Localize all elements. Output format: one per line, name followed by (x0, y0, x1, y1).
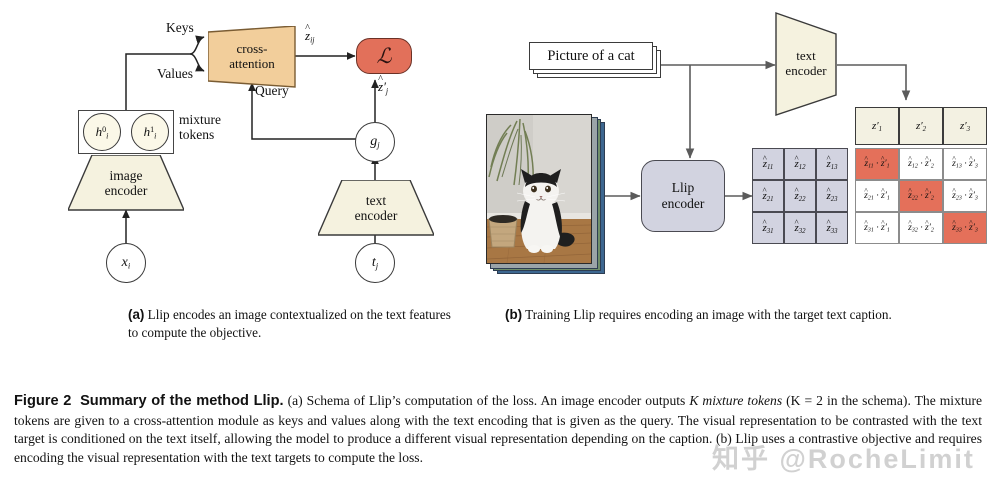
text-encoder-a: text encoder (318, 180, 434, 236)
input-node-xi-label: xi (121, 255, 131, 271)
mixture-tokens-label-line2: tokens (179, 127, 215, 143)
image-encoder: image encoder (68, 155, 184, 211)
mixture-token-h1-label: h1i (143, 123, 157, 141)
z-hat-ij-label: z^ij (305, 22, 315, 45)
subcaption-a-text: Llip encodes an image contextualized on … (128, 307, 451, 341)
z-matrix-cell: z^12 (784, 148, 816, 180)
z-matrix-cell: z^22 (784, 180, 816, 212)
cross-attention-block: cross- attention (208, 26, 296, 88)
similarity-cell: z^32 · z^′2 (899, 212, 943, 244)
figure-caption-body-1: (a) Schema of Llip’s computation of the … (287, 393, 690, 408)
similarity-cell: z^22 · z^′2 (899, 180, 943, 212)
similarity-cell: z^13 · z^′3 (943, 148, 987, 180)
similarity-matrix: z^11 · z^′1 z^12 · z^′2 z^13 · z^′3 z^21… (855, 148, 987, 244)
figure-caption: Figure 2 Summary of the method Llip. (a)… (14, 392, 982, 468)
figure-caption-emphasis: K mixture tokens (689, 393, 783, 408)
loss-node: ℒ (356, 38, 412, 74)
text-embedding-node-gj-label: gj (370, 134, 380, 150)
image-encoder-label-line2: encoder (104, 183, 148, 198)
mixture-tokens-label: mixture tokens (179, 112, 221, 142)
z-matrix-cell: z^13 (816, 148, 848, 180)
llip-encoder-label-line2: encoder (661, 196, 705, 211)
similarity-cell: z^11 · z^′1 (855, 148, 899, 180)
subcaption-a-label: (a) (128, 307, 145, 322)
z-matrix-cell: z^32 (784, 212, 816, 244)
text-target-cell: z'_3z′3 (943, 107, 987, 145)
similarity-cell: z^12 · z^′2 (899, 148, 943, 180)
subcaption-a: (a) Llip encodes an image contextualized… (128, 306, 458, 342)
text-encoder-a-label-line1: text (365, 192, 387, 208)
text-encoder-a-label-line2: encoder (354, 208, 398, 223)
cat-photo (486, 114, 592, 264)
visual-representation-matrix: z^11 z^12 z^13 z^21 z^22 z^23 z^31 z^32 … (752, 148, 848, 244)
query-label: Query (255, 83, 289, 98)
similarity-cell: z^21 · z^′1 (855, 180, 899, 212)
loss-symbol: ℒ (376, 43, 392, 68)
subcaption-b-label: (b) (505, 307, 523, 322)
text-target-row: z'_1z′1 z'_2z′2 z'_3z′3 (855, 107, 987, 145)
z-matrix-cell: z^21 (752, 180, 784, 212)
z-matrix-cell: z^11 (752, 148, 784, 180)
caption-card: Picture of a cat (529, 42, 653, 70)
mixture-token-h0: h0i (83, 113, 121, 151)
text-embedding-node-gj: gj (355, 122, 395, 162)
figure-caption-title: Summary of the method Llip. (80, 393, 284, 409)
cross-attention-label-line2: attention (229, 56, 275, 71)
similarity-cell: z^33 · z^′3 (943, 212, 987, 244)
text-encoder-b-label-line2: encoder (785, 63, 827, 78)
keys-label: Keys (166, 20, 194, 35)
caption-card-text: Picture of a cat (547, 47, 635, 64)
z-hat-prime-j-label: z^′j (378, 73, 389, 96)
image-encoder-label-line1: image (109, 167, 143, 183)
subcaption-b-text: Training Llip requires encoding an image… (525, 307, 892, 322)
values-label: Values (157, 66, 193, 81)
text-target-cell: z'_1z′1 (855, 107, 899, 145)
z-matrix-cell: z^31 (752, 212, 784, 244)
subcaption-b: (b) Training Llip requires encoding an i… (505, 306, 975, 324)
cross-attention-label-line1: cross- (236, 41, 268, 57)
input-node-xi: xi (106, 243, 146, 283)
z-matrix-cell: z^23 (816, 180, 848, 212)
text-target-cell: z'_2z′2 (899, 107, 943, 145)
similarity-cell: z^23 · z^′3 (943, 180, 987, 212)
z-matrix-cell: z^33 (816, 212, 848, 244)
similarity-cell: z^31 · z^′1 (855, 212, 899, 244)
figure-caption-label: Figure 2 (14, 393, 72, 409)
mixture-tokens-label-line1: mixture (179, 112, 221, 127)
mixture-token-h0-label: h0i (95, 123, 109, 141)
input-node-tj: tj (355, 243, 395, 283)
text-encoder-b: text encoder (775, 12, 837, 116)
text-encoder-b-label-line1: text (796, 48, 816, 64)
llip-encoder-label-line1: Llip (671, 180, 695, 196)
figure-caption-body-2: (K = 2 in the schema). The mixture token… (14, 393, 983, 465)
mixture-token-h1: h1i (131, 113, 169, 151)
llip-encoder: Llip encoder (641, 160, 725, 232)
input-node-tj-label: tj (371, 255, 379, 271)
